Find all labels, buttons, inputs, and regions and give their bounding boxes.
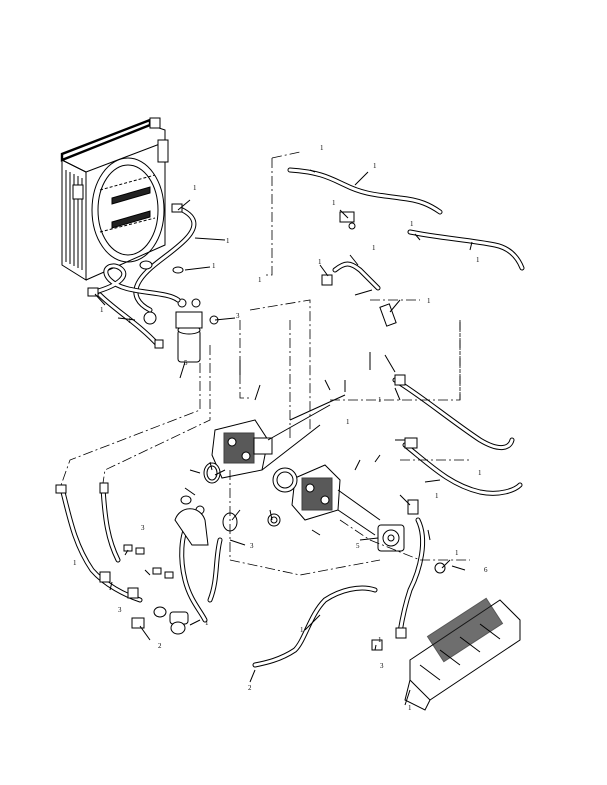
oil-filter-assembly — [143, 298, 219, 363]
callout: 1 — [318, 258, 322, 266]
gear-pump — [377, 524, 405, 552]
callout: 6 — [484, 566, 488, 574]
callout: 1 — [378, 636, 382, 644]
callout: 3 — [250, 542, 254, 550]
callout: 1 — [300, 626, 304, 634]
suction-hoses-left — [55, 482, 223, 635]
callout: 1 — [478, 469, 482, 477]
callout: 5 — [184, 359, 188, 367]
hydraulic-pump-lower — [267, 464, 381, 536]
callout: 1 — [408, 704, 412, 712]
center-fittings — [321, 261, 397, 327]
callout: 1 — [455, 549, 459, 557]
callout: 1 — [193, 184, 197, 192]
callout: 1 — [258, 276, 262, 284]
callout: 1 — [320, 144, 324, 152]
callout: 5 — [356, 542, 360, 550]
couplings — [180, 462, 238, 532]
hydraulic-pump-upper — [211, 394, 346, 479]
callout: 1 — [212, 262, 216, 270]
callout: 1 — [372, 244, 376, 252]
callout: 1 — [205, 619, 209, 627]
callout: 1 — [128, 317, 132, 325]
assembly-leader-lines — [59, 151, 470, 576]
callout: 1 — [410, 220, 414, 228]
callout: 1 — [100, 306, 104, 314]
callout: 3 — [141, 524, 145, 532]
callout: 1 — [346, 418, 350, 426]
control-valve-block — [404, 597, 521, 711]
leader-arrows — [94, 169, 473, 706]
callout: 1 — [476, 256, 480, 264]
callout: 3 — [236, 312, 240, 320]
callout: 1 — [427, 297, 431, 305]
upper-right-tubes — [287, 167, 525, 271]
callout-labels: 1 1 1 1 1 1 1 1 1 1 1 1 1 1 1 1 1 1 1 1 … — [73, 144, 488, 712]
right-return-hoses — [252, 374, 523, 668]
callout: 3 — [380, 662, 384, 670]
callout: 1 — [435, 492, 439, 500]
radiator-assembly — [60, 117, 169, 281]
callout: 1 — [373, 162, 377, 170]
radiator-hoses — [87, 203, 197, 349]
callout: 2 — [248, 684, 252, 692]
callout: 1 — [332, 199, 336, 207]
callout: 1 — [378, 396, 382, 404]
callout: 3 — [118, 606, 122, 614]
callout: 1 — [226, 237, 230, 245]
callout: 1 — [73, 559, 77, 567]
callout: 2 — [158, 642, 162, 650]
